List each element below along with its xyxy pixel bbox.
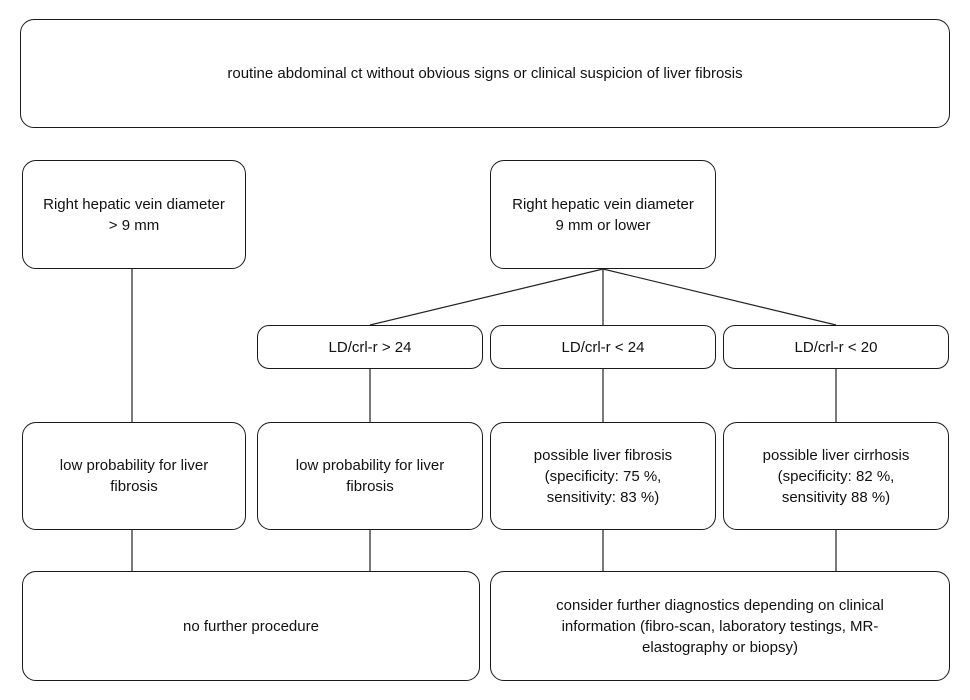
node-ld-gt24-text: LD/crl-r > 24	[328, 338, 412, 356]
node-root-text: routine abdominal ct without obvious sig…	[227, 65, 743, 82]
node-ld-gt24: LD/crl-r > 24	[257, 325, 483, 369]
node-possible-fibrosis: possible liver fibrosis (specificity: 75…	[490, 422, 716, 530]
node-rhv-low-text: Right hepatic vein diameter 9 mm or lowe…	[512, 195, 694, 234]
node-rhv-low: Right hepatic vein diameter 9 mm or lowe…	[490, 160, 716, 269]
node-consider-further-text: consider further diagnostics depending o…	[556, 596, 884, 656]
node-possible-fibrosis-text: possible liver fibrosis (specificity: 75…	[533, 446, 673, 506]
node-ld-lt20: LD/crl-r < 20	[723, 325, 949, 369]
node-root: routine abdominal ct without obvious sig…	[20, 19, 950, 128]
connector-rhv-low-to-ld-gt24	[369, 268, 604, 326]
node-no-further: no further procedure	[22, 571, 480, 681]
node-ld-lt24-text: LD/crl-r < 24	[561, 338, 645, 356]
node-low-prob-2-text: low probability for liver fibrosis	[295, 457, 445, 495]
node-low-prob-2: low probability for liver fibrosis	[257, 422, 483, 530]
node-ld-lt20-text: LD/crl-r < 20	[794, 338, 878, 356]
connector-rhv-low-to-ld-lt20	[602, 268, 837, 326]
node-rhv-high: Right hepatic vein diameter > 9 mm	[22, 160, 246, 269]
node-rhv-high-text: Right hepatic vein diameter > 9 mm	[43, 195, 225, 234]
node-ld-lt24: LD/crl-r < 24	[490, 325, 716, 369]
node-consider-further: consider further diagnostics depending o…	[490, 571, 950, 681]
node-possible-cirrhosis-text: possible liver cirrhosis (specificity: 8…	[762, 446, 910, 506]
node-possible-cirrhosis: possible liver cirrhosis (specificity: 8…	[723, 422, 949, 530]
node-low-prob-1-text: low probability for liver fibrosis	[59, 457, 209, 495]
node-no-further-text: no further procedure	[183, 617, 319, 635]
node-low-prob-1: low probability for liver fibrosis	[22, 422, 246, 530]
